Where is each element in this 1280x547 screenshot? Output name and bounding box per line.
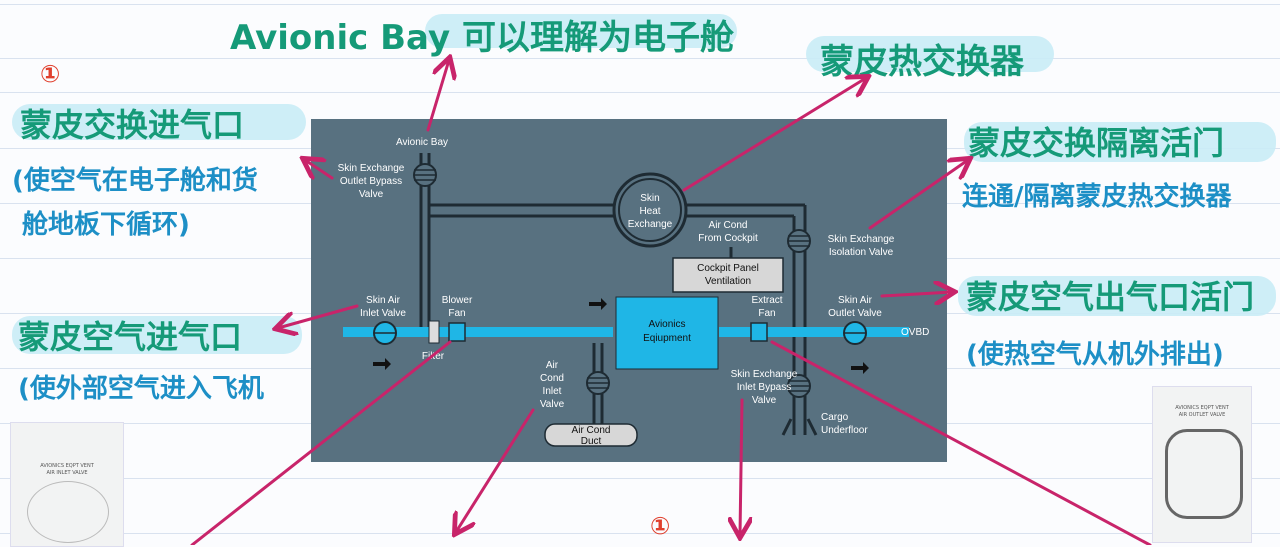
air-cond-inlet-label-1: Air bbox=[546, 360, 559, 371]
avionics-label-2: Eqiupment bbox=[643, 333, 691, 344]
avionic-bay-label: Avionic Bay bbox=[396, 137, 448, 148]
arrow-inlet-bypass-line bbox=[770, 340, 1152, 545]
highlight bbox=[958, 276, 1276, 316]
air-cond-cockpit-label-1: Air Cond bbox=[709, 220, 748, 231]
extract-fan bbox=[750, 322, 768, 342]
ruled-line bbox=[0, 533, 1280, 534]
highlight bbox=[806, 36, 1054, 72]
arrow-skin-hx bbox=[682, 78, 866, 192]
cockpit-panel-label-2: Ventilation bbox=[705, 276, 751, 287]
arrow-outlet bbox=[880, 292, 952, 296]
ruled-line bbox=[0, 4, 1280, 5]
air-cond-cockpit-label-2: From Cockpit bbox=[698, 233, 758, 244]
outlet-valve-photo: AVIONICS EQPT VENT AIR OUTLET VALVE bbox=[1152, 386, 1252, 543]
inlet-bypass-label-3: Valve bbox=[752, 395, 777, 406]
skin-hx-label-3: Exchange bbox=[628, 219, 673, 230]
outlet-photo-text-2: AIR OUTLET VALVE bbox=[1178, 412, 1226, 418]
highlight bbox=[12, 104, 306, 140]
valve-plate-outline bbox=[27, 481, 109, 543]
skin-hx-label-2: Heat bbox=[639, 206, 660, 217]
highlight bbox=[12, 316, 302, 354]
duct-label-2: Duct bbox=[581, 436, 602, 447]
skin-heat-exchanger bbox=[612, 172, 688, 248]
inlet-photo-text-1: AVIONICS EQPT VENT bbox=[40, 463, 94, 469]
outlet-bypass-label-2: Outlet Bypass bbox=[340, 176, 402, 187]
note-avionic-bay: Avionic Bay 可以理解为电子舱 bbox=[230, 18, 734, 58]
main-duct-right bbox=[719, 327, 909, 337]
arrow-filter-line bbox=[190, 340, 452, 545]
air-cond-inlet-label-3: Inlet bbox=[543, 386, 562, 397]
ovbd-label: OVBD bbox=[901, 327, 929, 338]
blower-fan-label-1: Blower bbox=[442, 295, 473, 306]
skin-air-inlet-label-1: Skin Air bbox=[366, 295, 401, 306]
note-inlet-port-title: 蒙皮交换进气口 bbox=[20, 106, 245, 144]
inlet-valve-photo: AVIONICS EQPT VENT AIR INLET VALVE bbox=[10, 422, 124, 547]
inlet-bypass-label-1: Skin Exchange bbox=[731, 369, 798, 380]
blower-fan-label-2: Fan bbox=[448, 308, 465, 319]
inlet-bypass-label-2: Inlet Bypass bbox=[737, 382, 791, 393]
highlight bbox=[964, 122, 1276, 162]
outlet-bypass-label-1: Skin Exchange bbox=[338, 163, 405, 174]
isolation-valve-label-1: Skin Exchange bbox=[828, 234, 895, 245]
arrow-skin-air-inlet bbox=[278, 304, 359, 328]
ruled-line bbox=[0, 478, 1280, 479]
valve-marks bbox=[414, 169, 810, 392]
diagram-svg: Skin Heat Exchange Avionics Eqiupment Co… bbox=[338, 137, 930, 447]
note-outlet-valve-desc: (使热空气从机外排出) bbox=[966, 340, 1224, 370]
inlet-photo-text-2: AIR INLET VALVE bbox=[46, 470, 88, 476]
note-inlet-port-desc-2: 舱地板下循环) bbox=[22, 210, 190, 240]
note-marker-2: ① bbox=[650, 512, 671, 540]
arrow-avionic-bay bbox=[426, 60, 449, 132]
extract-fan-label-1: Extract bbox=[751, 295, 782, 306]
skin-hx-label-1: Skin bbox=[640, 193, 659, 204]
arrow-cargo bbox=[740, 398, 742, 535]
avionics-equipment bbox=[615, 296, 719, 370]
duct-label-1: Air Cond bbox=[572, 425, 611, 436]
cockpit-panel-label-1: Cockpit Panel bbox=[697, 263, 759, 274]
isolation-valve-label-2: Isolation Valve bbox=[829, 247, 894, 258]
air-cond-duct bbox=[544, 423, 638, 447]
note-isolation-valve-desc: 连通/隔离蒙皮热交换器 bbox=[962, 182, 1232, 212]
avionics-label-1: Avionics bbox=[648, 319, 685, 330]
skin-air-inlet-label-2: Inlet Valve bbox=[360, 308, 406, 319]
cargo-label-2: Underfloor bbox=[821, 425, 868, 436]
arrow-inlet-port bbox=[305, 160, 334, 178]
note-isolation-valve-title: 蒙皮交换隔离活门 bbox=[968, 124, 1225, 162]
flow-arrows bbox=[373, 298, 869, 374]
ruled-line bbox=[0, 92, 1280, 93]
arrow-isolation bbox=[868, 160, 968, 230]
note-skin-air-inlet-title: 蒙皮空气进气口 bbox=[18, 318, 243, 356]
note-inlet-port-desc-1: (使空气在电子舱和货 bbox=[12, 166, 258, 196]
air-cond-inlet-label-2: Cond bbox=[540, 373, 564, 384]
avionics-ventilation-diagram: Skin Heat Exchange Avionics Eqiupment Co… bbox=[311, 119, 947, 462]
outlet-photo-text-1: AVIONICS EQPT VENT bbox=[1175, 405, 1229, 411]
valve-plate-outline bbox=[1165, 429, 1243, 519]
main-duct-left bbox=[343, 327, 613, 337]
blower-fan bbox=[448, 322, 466, 342]
cockpit-panel-ventilation bbox=[672, 257, 784, 293]
ruled-line bbox=[0, 58, 1280, 59]
skin-air-outlet-label-1: Skin Air bbox=[838, 295, 873, 306]
skin-air-outlet-label-2: Outlet Valve bbox=[828, 308, 882, 319]
highlight bbox=[425, 14, 737, 48]
note-marker-1: ① bbox=[40, 60, 61, 88]
arrow-air-cond-inlet bbox=[456, 408, 535, 532]
extract-fan-label-2: Fan bbox=[758, 308, 775, 319]
filter bbox=[428, 320, 440, 344]
air-cond-inlet-label-4: Valve bbox=[540, 399, 565, 410]
note-skin-air-inlet-desc: (使外部空气进入飞机 bbox=[18, 374, 264, 404]
cargo-label-1: Cargo bbox=[821, 412, 849, 423]
note-outlet-valve-title: 蒙皮空气出气口活门 bbox=[966, 278, 1255, 316]
outlet-bypass-label-3: Valve bbox=[359, 189, 384, 200]
